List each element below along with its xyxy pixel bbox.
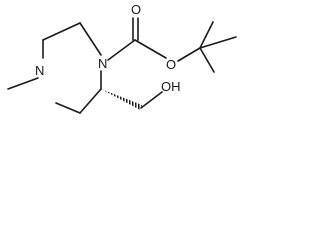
- bond-cq-methyl-up: [199, 21, 214, 49]
- bond-c1-n1: [79, 22, 102, 56]
- bond-n1-carbonyl: [107, 39, 136, 61]
- bond-c5-c6: [42, 22, 81, 41]
- bond-n4-methyl: [7, 77, 39, 90]
- ester-o-label: O: [166, 57, 176, 72]
- bond-cq-methyl-down: [199, 47, 215, 73]
- molecule-diagram: N N O O OH: [7, 2, 237, 114]
- bond-c2-c3: [79, 88, 102, 114]
- bond-ch2-oh: [140, 91, 163, 109]
- carbonyl-o-label: O: [131, 2, 141, 17]
- stereo-hash-bond: [101, 89, 142, 110]
- ring-n-top-label: N: [98, 56, 107, 71]
- bond-cq-methyl-right: [199, 36, 237, 49]
- bond-ester-o-cq: [177, 47, 201, 62]
- bond-c3-n4: [55, 102, 81, 114]
- ring-n-left-label: N: [35, 63, 44, 78]
- structure-canvas: N N O O OH: [0, 0, 250, 134]
- bond-carbonyl-ester-o: [134, 39, 167, 59]
- hydroxyl-label: OH: [161, 79, 181, 94]
